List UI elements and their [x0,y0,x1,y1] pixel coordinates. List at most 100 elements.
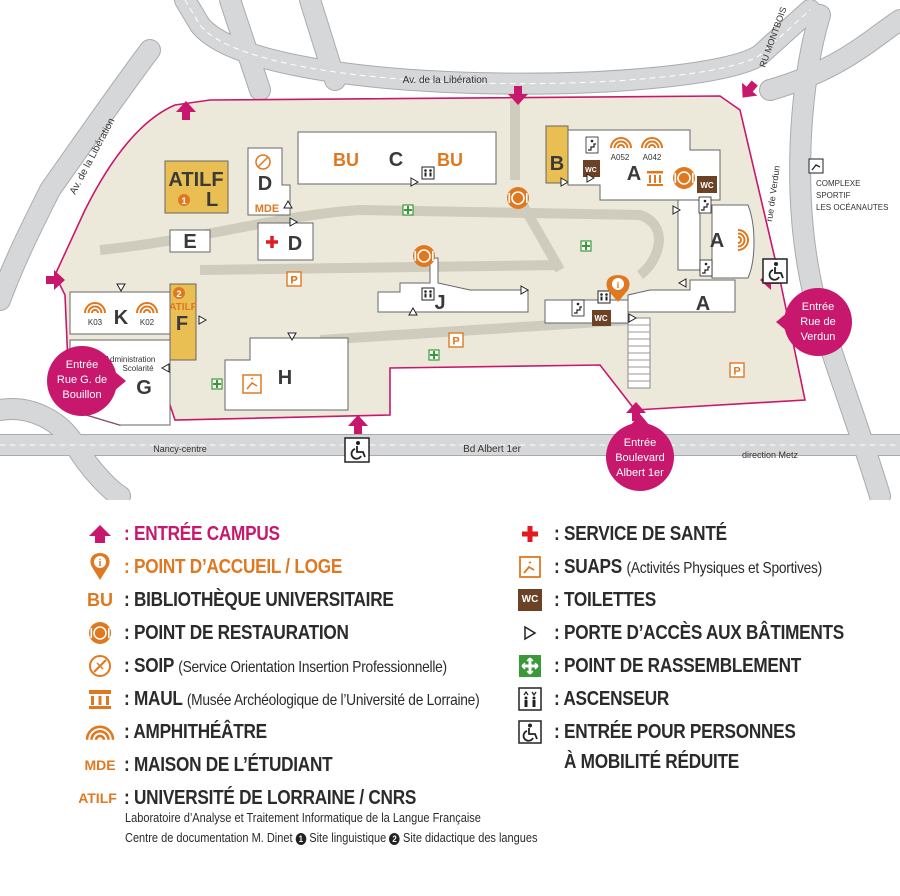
amphitheatre-icon [80,718,120,746]
svg-text:Av. de la Libération: Av. de la Libération [403,75,488,86]
entrance-albert[interactable]: Entrée Boulevard Albert 1er [606,414,674,491]
svg-text:MDE: MDE [255,203,279,215]
entrance-bouillon[interactable]: Entrée Rue G. de Bouillon [47,346,126,416]
svg-text:Administration: Administration [105,355,156,364]
legend-restauration: : POINT DE RESTAURATION [80,619,385,647]
svg-text:Nancy-centre: Nancy-centre [153,444,207,454]
svg-text:G: G [136,377,152,399]
svg-text:Scolarité: Scolarité [122,364,154,373]
svg-text:1: 1 [181,196,186,206]
svg-text:J: J [434,292,445,314]
svg-text:Boulevard: Boulevard [615,452,665,464]
health-cross-icon [510,520,550,548]
svg-text:K02: K02 [140,318,155,327]
svg-text:Bd Albert 1er: Bd Albert 1er [463,444,521,455]
restaurant-icon [80,619,120,647]
svg-text:rue de Verdun: rue de Verdun [764,165,782,222]
building-f[interactable]: 2 ATILF F [169,283,207,361]
svg-text:Verdun: Verdun [801,331,836,343]
building-j[interactable]: J [377,244,529,316]
assemble-1 [402,204,414,216]
legend-pmr: : ENTRÉE POUR PERSONNES [510,718,835,746]
accueil-pin[interactable]: i [606,275,630,302]
building-a-right[interactable]: A [672,196,755,279]
svg-text:E: E [183,231,196,253]
svg-text:Entrée: Entrée [624,437,656,449]
legend-maul: : MAUL (Musée Archéologique de l’Univers… [80,685,537,713]
legend-amphitheatre: : AMPHITHÉÂTRE [80,718,290,746]
mde-icon: MDE [84,757,116,773]
svg-text:i: i [617,280,620,290]
elevator-icon [510,685,550,713]
wc-icon: WC [510,586,550,614]
legend-point-accueil: i : POINT D’ACCUEIL / LOGE [80,553,378,581]
atilf-icon: ATILF [78,790,117,806]
svg-text:A042: A042 [643,153,662,162]
svg-text:H: H [278,367,292,389]
campus-map[interactable]: P [0,0,900,500]
svg-text:COMPLEXE: COMPLEXE [816,179,860,188]
building-a-top[interactable]: A052 A042 A WC WC [567,129,721,201]
legend-note-line1: Laboratoire d’Analyse et Traitement Info… [125,811,481,825]
compass-icon [80,652,120,680]
building-a-bottom[interactable]: A [627,278,736,389]
legend-suaps: : SUAPS (Activités Physiques et Sportive… [510,553,866,581]
svg-text:BU: BU [437,150,463,170]
svg-text:L: L [206,189,218,211]
legend-universite: ATILF : UNIVERSITÉ DE LORRAINE / CNRS [75,784,464,812]
svg-text:WC: WC [700,181,714,190]
building-b[interactable]: B [545,125,569,187]
svg-text:Rue G. de: Rue G. de [57,374,107,386]
svg-text:Albert 1er: Albert 1er [616,467,664,479]
legend-ascenseur: : ASCENSEUR [510,685,688,713]
building-d-mde[interactable]: D MDE [247,147,293,216]
svg-text:WC: WC [585,167,597,174]
building-d-health[interactable]: D [257,217,314,261]
svg-text:WC: WC [594,314,608,323]
legend-sante: : SERVICE DE SANTÉ [510,520,755,548]
entrance-verdun[interactable]: Entrée Rue de Verdun [776,288,852,356]
svg-text:direction Metz: direction Metz [742,450,799,460]
wheelchair-icon [762,258,788,284]
road-network [0,0,900,500]
svg-text:F: F [176,313,188,335]
svg-text:D: D [258,173,272,195]
svg-text:Entrée: Entrée [66,359,98,371]
svg-text:i: i [99,558,102,569]
building-atilf-l[interactable]: ATILF 1 L [164,160,229,214]
building-k[interactable]: K03 K02 K [69,283,171,335]
svg-text:K: K [114,307,129,329]
resto-c[interactable] [506,186,530,210]
svg-text:BU: BU [333,150,359,170]
svg-text:A: A [627,163,641,185]
svg-text:B: B [550,153,564,175]
legend-bibliotheque: BU : BIBLIOTHÈQUE UNIVERSITAIRE [80,586,437,614]
svg-text:ATILF: ATILF [169,302,197,313]
building-bu-c[interactable]: BU C BU [297,131,497,187]
museum-icon [80,685,120,713]
wheelchair-icon [344,437,370,463]
legend-note-line2: Centre de documentation M. Dinet 1 Site … [125,831,538,845]
svg-text:A: A [696,293,710,315]
building-e[interactable]: E [169,229,211,253]
sport-icon [510,553,550,581]
building-h[interactable]: H [224,332,349,411]
bu-icon: BU [87,589,113,610]
svg-text:P: P [290,275,297,287]
legend-maison-etudiant: MDE : MAISON DE L’ÉTUDIANT [80,751,366,779]
parking-markers: P [286,271,745,379]
legend-entree-campus: : ENTRÉE CAMPUS [80,520,305,548]
svg-text:Bouillon: Bouillon [62,389,101,401]
svg-text:2: 2 [176,289,181,299]
svg-text:A: A [710,230,724,252]
legend-toilettes: WC : TOILETTES [510,586,673,614]
building-a-link[interactable]: WC [544,290,637,326]
svg-text:SPORTIF: SPORTIF [816,191,851,200]
legend: : ENTRÉE CAMPUS i : POINT D’ACCUEIL / LO… [0,515,900,896]
legend-pmr-line2: À MOBILITÉ RÉDUITE [564,750,740,773]
entrance-arrow-icon [80,520,120,548]
svg-text:D: D [288,233,302,255]
legend-soip: : SOIP (Service Orientation Insertion Pr… [80,652,499,680]
legend-porte: : PORTE D’ACCÈS AUX BÂTIMENTS [510,619,891,647]
svg-text:A052: A052 [611,153,630,162]
